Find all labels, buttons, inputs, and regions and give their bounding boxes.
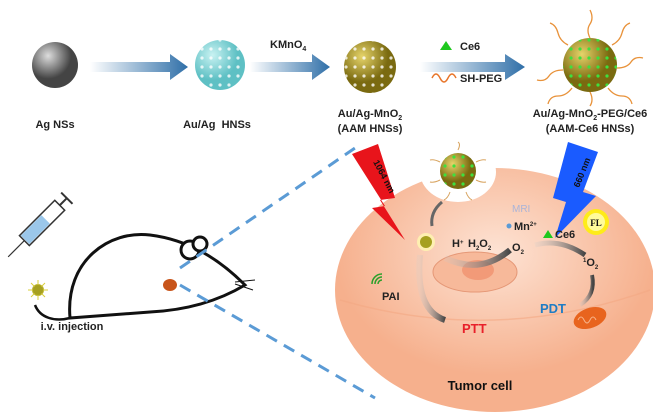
- peg-chain-icon: [431, 73, 457, 83]
- ag-nanosphere: [32, 42, 78, 88]
- label-mri: MRI: [512, 204, 530, 215]
- reagent-ce6: Ce6: [460, 41, 480, 53]
- label-o2: O2: [512, 242, 525, 256]
- mouse-illustration: [33, 232, 256, 321]
- reagent-sh-peg: SH-PEG: [460, 73, 502, 85]
- fluorescence-star-icon: [583, 209, 609, 235]
- laser-660-bolt: [553, 142, 598, 238]
- ce6-triangle-icon: [440, 41, 452, 50]
- mitochondrion-icon: [573, 306, 607, 330]
- syringe-icon: [7, 191, 74, 258]
- label-h2o2: H2O2: [468, 238, 492, 252]
- label-pai: PAI: [382, 291, 400, 303]
- label-ce6: Ce6: [555, 229, 575, 241]
- zoom-line-bottom: [179, 283, 376, 400]
- mn-ion-dot: [506, 223, 512, 229]
- label-au-ag-hnss: Au/Ag HNSs: [183, 119, 251, 131]
- pai-signal-icon: [371, 273, 383, 285]
- label-ag-nss: Ag NSs: [35, 119, 74, 131]
- label-aam-ce6-hnss: (AAM-Ce6 HNSs): [546, 123, 635, 135]
- zoom-line-top: [179, 146, 356, 270]
- label-pdt: PDT: [540, 301, 566, 316]
- arrow-1: [90, 54, 188, 80]
- injection-site: [163, 279, 177, 291]
- label-au-ag-mno2-peg-ce6: Au/Ag-MnO2-PEG/Ce6: [533, 108, 648, 122]
- arrow-to-mn: [443, 247, 512, 268]
- label-tumor-cell: Tumor cell: [448, 378, 513, 393]
- arrow-singlet-to-pdt: [578, 274, 595, 307]
- label-ptt: PTT: [462, 321, 487, 336]
- label-au-ag-mno2: Au/Ag-MnO2: [338, 108, 402, 122]
- activated-nanoparticle: [417, 233, 435, 251]
- reagent-kmno4: KMnO4: [270, 39, 306, 53]
- aam-ce6-nanosphere: [536, 9, 644, 107]
- laser-1064-bolt: [352, 144, 405, 240]
- label-aam-hnss: (AAM HNSs): [338, 123, 403, 135]
- arrow-2: [250, 54, 330, 80]
- ce6-triangle-cell-icon: [543, 230, 553, 238]
- aam-nanosphere: [344, 41, 396, 93]
- label-iv-injection: i.v. injection: [41, 321, 104, 333]
- label-fl: FL: [590, 218, 602, 228]
- label-mn2plus: Mn2+: [514, 221, 537, 233]
- arrow-to-ptt: [416, 254, 447, 323]
- arrow-3: [420, 54, 525, 80]
- label-h-plus: H+: [452, 238, 464, 250]
- aam-ce6-nanoparticle-cell: [429, 141, 487, 201]
- arrow-vesicle-to-particle: [430, 200, 443, 227]
- arrow-o2-to-singlet: [534, 240, 587, 258]
- label-singlet-oxygen: 1O2: [583, 257, 599, 271]
- au-ag-hollow-nanosphere: [195, 40, 245, 90]
- nanoparticle-small-icon: [28, 280, 48, 300]
